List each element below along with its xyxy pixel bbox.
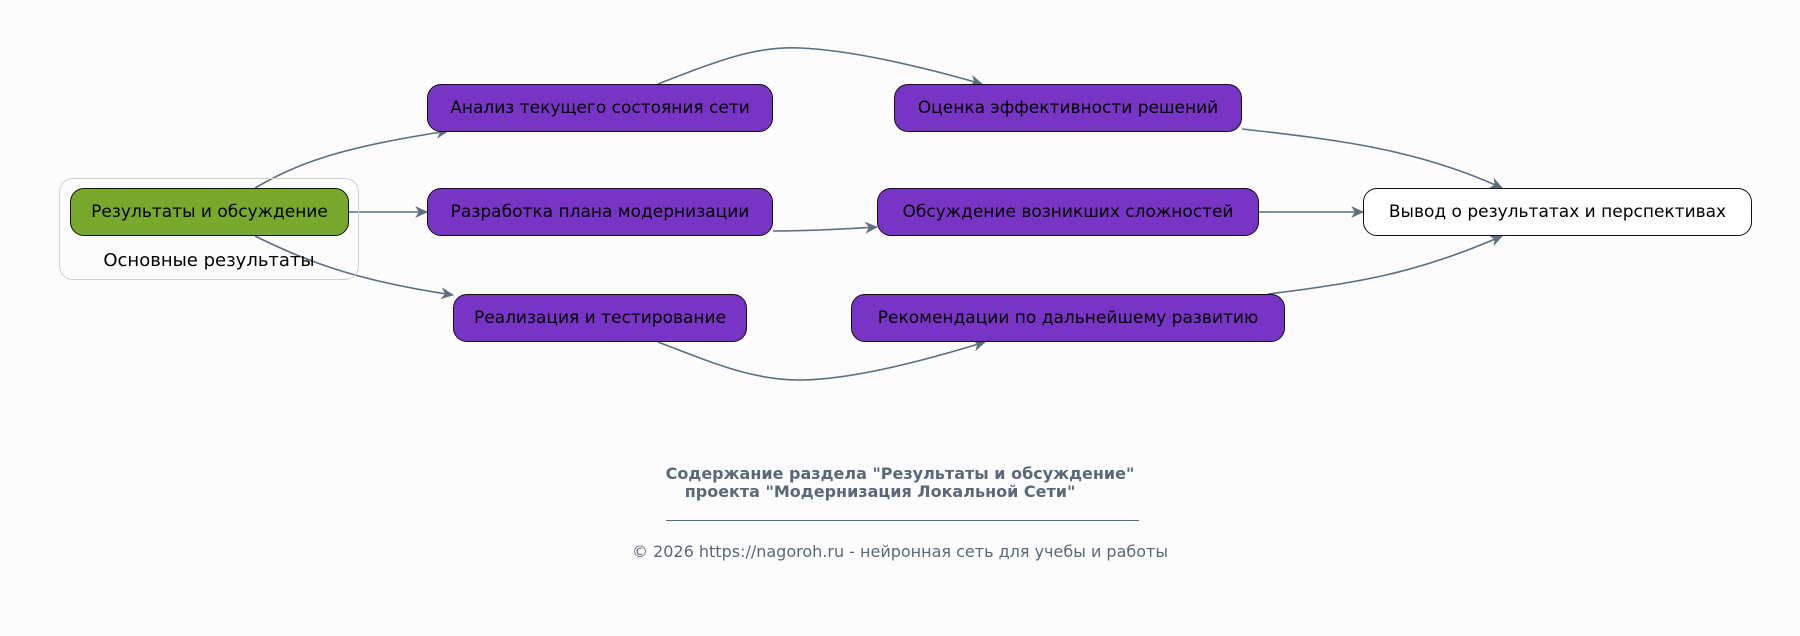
edge-implementation-recommendations: [657, 339, 986, 381]
edge-root-implementation: [254, 235, 454, 300]
group-main-results: [59, 178, 359, 280]
edge-evaluation-conclusion: [1241, 128, 1503, 189]
edge-plan-discussion: [772, 221, 878, 234]
footer-divider: [666, 520, 1139, 521]
node-analysis[interactable]: Анализ текущего состояния сети: [427, 84, 773, 132]
edge-analysis-evaluation: [657, 47, 983, 87]
node-plan[interactable]: Разработка плана модернизации: [427, 188, 773, 236]
edge-recommendations-conclusion: [1267, 235, 1503, 295]
group-label: Основные результаты: [103, 250, 315, 271]
footer-copyright: © 2026 https://nagoroh.ru - нейронная се…: [631, 542, 1168, 561]
footer-title-line2: проекта "Модернизация Локальной Сети": [684, 482, 1076, 501]
footer-title-line1: Содержание раздела "Результаты и обсужде…: [665, 464, 1135, 483]
node-root[interactable]: Результаты и обсуждение: [70, 188, 349, 236]
node-implementation[interactable]: Реализация и тестирование: [453, 294, 747, 342]
node-discussion[interactable]: Обсуждение возникших сложностей: [877, 188, 1259, 236]
node-evaluation[interactable]: Оценка эффективности решений: [894, 84, 1242, 132]
node-conclusion[interactable]: Вывод о результатах и перспективах: [1363, 188, 1752, 236]
edge-root-analysis: [254, 126, 449, 189]
node-recommendations[interactable]: Рекомендации по дальнейшему развитию: [851, 294, 1285, 342]
